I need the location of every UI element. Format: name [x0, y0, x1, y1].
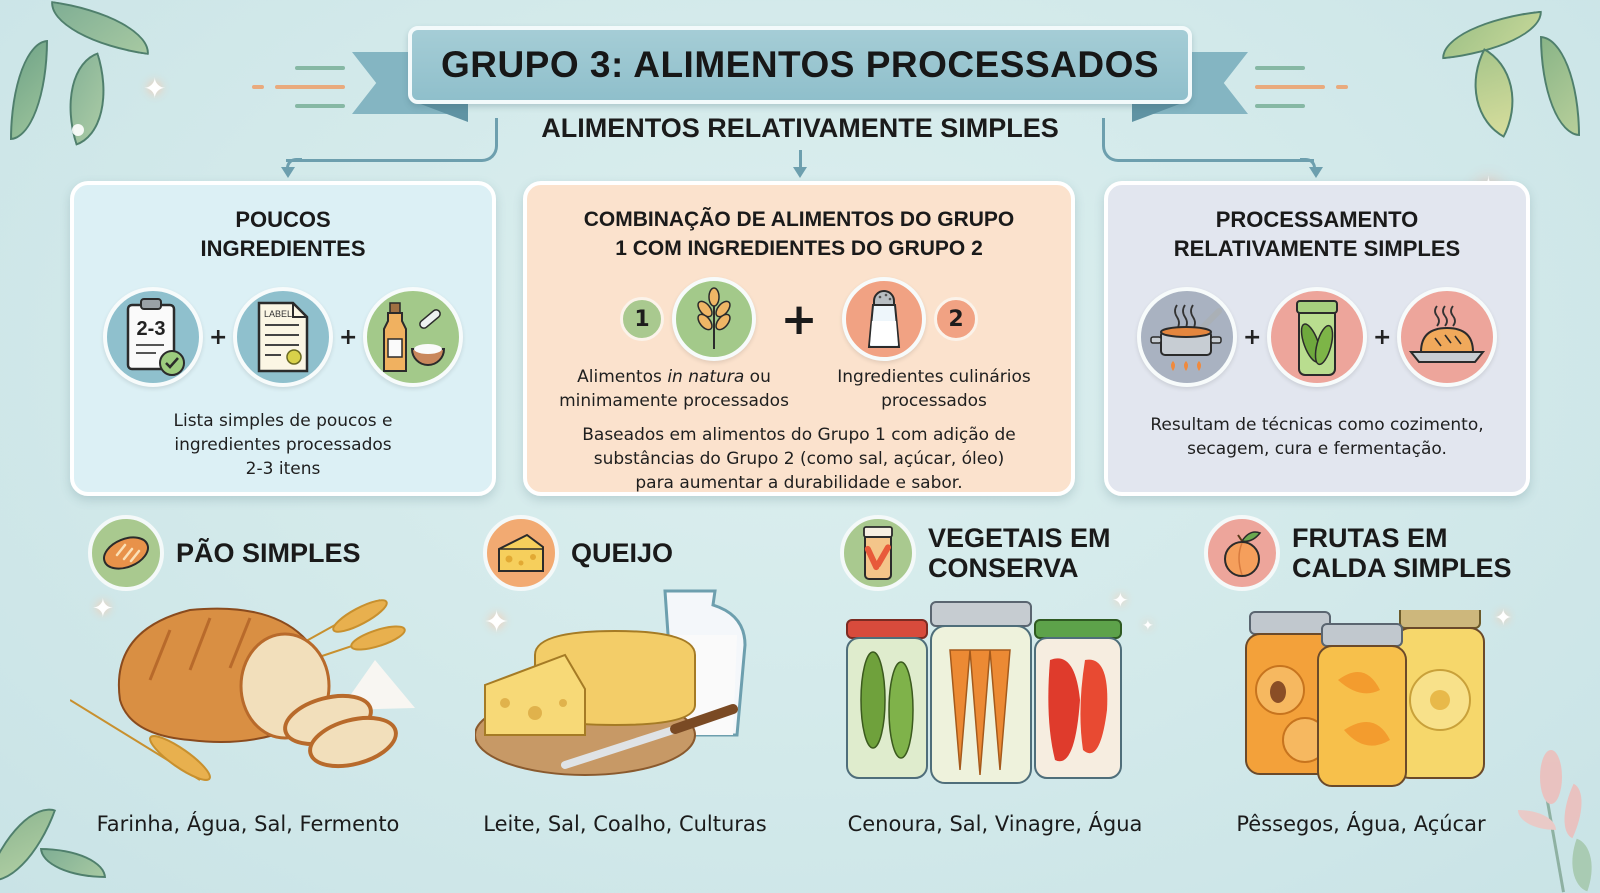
bread-icon [88, 515, 164, 591]
oil-bottle-salt-bowl-icon [363, 287, 463, 387]
dot-decoration [72, 124, 84, 136]
plus-icon: + [209, 324, 228, 350]
connector-right [1102, 118, 1314, 162]
sparkle-icon: ✦ [484, 605, 510, 640]
page-subtitle: ALIMENTOS RELATIVAMENTE SIMPLES [541, 113, 1059, 143]
speed-line-decoration [295, 104, 345, 108]
svg-text:LABEL: LABEL [264, 309, 292, 319]
fruits-in-syrup-illustration [1240, 605, 1485, 790]
example-pao-simples-header: PÃO SIMPLES [88, 515, 361, 591]
card-description: Resultam de técnicas como cozimento, sec… [1150, 415, 1484, 459]
arrowhead-center [793, 167, 807, 178]
connector-left [286, 118, 498, 162]
baked-bread-icon [1397, 287, 1497, 387]
speed-line-decoration [1336, 85, 1348, 89]
plus-icon: + [1243, 324, 1262, 350]
cheese-illustration [474, 585, 775, 785]
plus-icon: + [780, 293, 818, 345]
example-frutas-calda-header: FRUTAS EM CALDA SIMPLES [1204, 515, 1512, 591]
group-2-caption: Ingredientes culinários processados [837, 367, 1031, 411]
card-title: PROCESSAMENTO RELATIVAMENTE SIMPLES [1173, 207, 1461, 261]
peach-icon [1204, 515, 1280, 591]
plus-icon: + [339, 324, 358, 350]
clipboard-2-3-check-icon: 2-3 [103, 287, 203, 387]
card-description: Baseados em alimentos do Grupo 1 com adi… [582, 425, 1016, 493]
wheat-icon [672, 277, 756, 361]
speed-line-decoration [1255, 104, 1305, 108]
title-banner: GRUPO 3: ALIMENTOS PROCESSADOS [408, 26, 1192, 104]
example-vegetais-conserva-header: VEGETAIS EM CONSERVA [840, 515, 1111, 591]
connector-left-drop [286, 158, 302, 168]
ingredients-frutas-calda: Pêssegos, Água, Açúcar [1236, 812, 1486, 836]
cheese-icon [483, 515, 559, 591]
connector-right-drop [1300, 158, 1316, 168]
arrowhead-left [281, 167, 295, 178]
arrowhead-right [1309, 167, 1323, 178]
speed-line-decoration [295, 66, 345, 70]
speed-line-decoration [275, 85, 345, 89]
sparkle-icon: ✦ [143, 72, 167, 105]
sparkle-icon: ✦ [1112, 588, 1129, 612]
card-processamento-simples: PROCESSAMENTO RELATIVAMENTE SIMPLES + [1104, 181, 1530, 496]
label-document-icon: LABEL [233, 287, 333, 387]
example-queijo-header: QUEIJO [483, 515, 673, 591]
leaf-decoration-top-left [0, 0, 160, 146]
ingredients-queijo: Leite, Sal, Coalho, Culturas [483, 812, 767, 836]
pickle-jar-icon [1267, 287, 1367, 387]
leaf-decoration-top-right [1438, 0, 1600, 140]
pickled-vegetables-jar-icon [840, 515, 916, 591]
group-1-badge: 1 [620, 297, 664, 341]
ingredients-pao-simples: Farinha, Água, Sal, Fermento [96, 812, 400, 836]
speed-line-decoration [1255, 85, 1325, 89]
card-combinacao-grupos: COMBINAÇÃO DE ALIMENTOS DO GRUPO 1 COM I… [523, 181, 1075, 496]
sparkle-icon: ✦ [1494, 606, 1513, 631]
card-title: POUCOS INGREDIENTES [200, 207, 366, 261]
connector-center [799, 150, 802, 168]
speed-line-decoration [1255, 66, 1305, 70]
svg-text:2-3: 2-3 [137, 318, 166, 340]
leaf-decoration-bottom-left [0, 790, 110, 893]
speed-line-decoration [252, 85, 264, 89]
group-2-badge: 2 [934, 297, 978, 341]
page-title: GRUPO 3: ALIMENTOS PROCESSADOS [440, 44, 1160, 85]
bread-illustration [69, 590, 430, 790]
card-poucos-ingredientes: POUCOS INGREDIENTES 2-3 + LABEL [70, 181, 496, 496]
pickled-vegetables-illustration [845, 600, 1135, 785]
ingredients-vegetais-conserva: Cenoura, Sal, Vinagre, Água [847, 812, 1143, 836]
salt-shaker-icon [842, 277, 926, 361]
card-title: COMBINAÇÃO DE ALIMENTOS DO GRUPO 1 COM I… [583, 208, 1015, 260]
plus-icon: + [1373, 324, 1392, 350]
group-1-caption: Alimentos in natura ou minimamente proce… [559, 367, 789, 411]
cooking-pot-icon [1137, 287, 1237, 387]
sparkle-icon: ✦ [1142, 618, 1154, 634]
sparkle-icon: ✦ [92, 594, 114, 624]
leaf-decoration-bottom-right [1510, 750, 1600, 893]
